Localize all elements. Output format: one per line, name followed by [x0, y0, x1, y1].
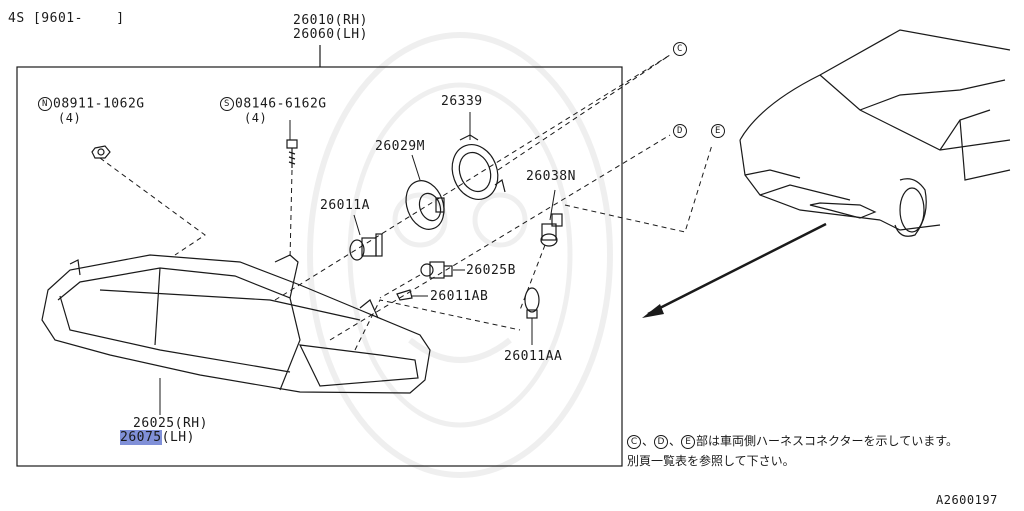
part-26029m-label: 26029M: [375, 139, 425, 154]
part-26011aa-label: 26011AA: [504, 349, 563, 364]
part-26011ab-label: 26011AB: [430, 289, 489, 304]
nut-number: 08911-1062G: [53, 96, 145, 112]
screw-part: [286, 139, 298, 168]
nut-part: [91, 145, 111, 159]
dust-cover-part: [405, 180, 445, 230]
assembly-lh-number: 26060(LH): [293, 27, 368, 42]
nut-marker-icon: N: [38, 97, 52, 111]
highlighted-part-number[interactable]: 26075: [120, 430, 162, 445]
screw-number: 08146-6162G: [235, 96, 327, 112]
vehicle-outline: [739, 29, 1011, 237]
connector-note-line2: 別頁一覧表を参照して下さい。: [627, 454, 795, 468]
assembly-rh-number: 26010(RH): [293, 13, 368, 28]
part-26025b-label: 26025B: [466, 263, 516, 278]
screw-marker-icon: S: [220, 97, 234, 111]
figure-id: A2600197: [936, 493, 998, 507]
headlamp-bulb-part: [349, 233, 383, 261]
bulb-socket-part: [420, 261, 453, 279]
side-socket-part: [540, 213, 563, 247]
socket-ring-part: [451, 134, 506, 200]
headlamp-assembly: [41, 254, 431, 394]
connector-ref-d: D: [673, 124, 688, 139]
part-26339-label: 26339: [441, 94, 483, 109]
watermark-emblem: [307, 32, 613, 478]
nut-qty: (4): [58, 111, 82, 125]
connector-ref-e: E: [711, 124, 726, 139]
lens-lh-number: 26075(LH): [120, 430, 195, 445]
location-arrow-head: [642, 304, 664, 318]
screw-qty: (4): [244, 111, 268, 125]
side-bulb-part: [524, 287, 540, 319]
part-26011a-label: 26011A: [320, 198, 370, 213]
lens-rh-number: 26025(RH): [133, 416, 208, 431]
model-code: 4S [9601- ]: [8, 11, 125, 26]
diagram-frame: [16, 66, 623, 467]
part-26038n-label: 26038N: [526, 169, 576, 184]
connector-ref-c: C: [673, 42, 688, 57]
wedge-bulb-part: [396, 289, 413, 301]
